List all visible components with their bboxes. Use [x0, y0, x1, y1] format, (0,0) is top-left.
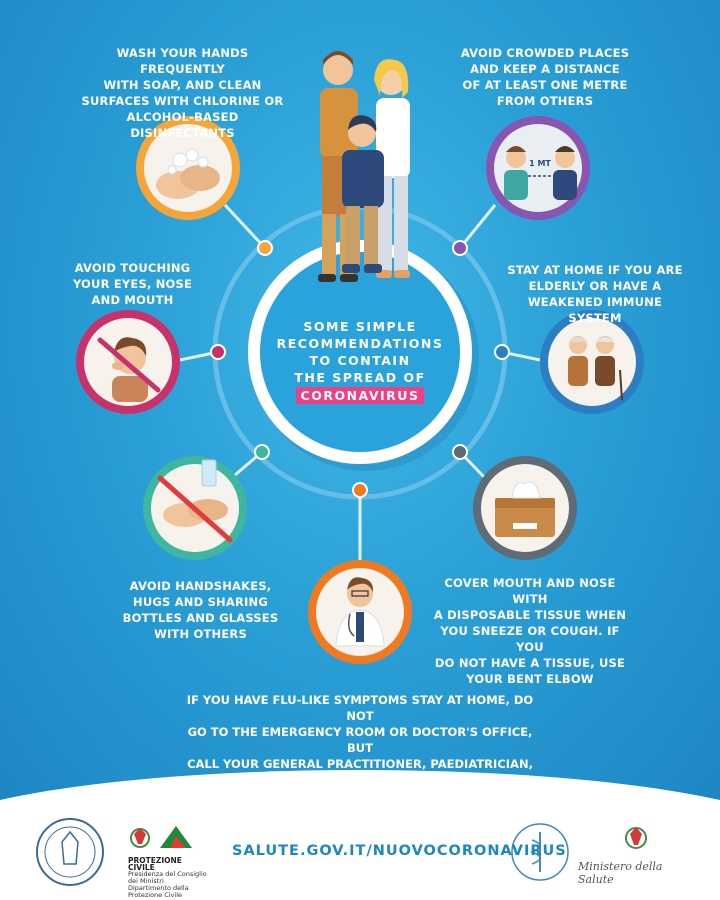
tip-line: STAY AT HOME IF YOU ARE [507, 263, 683, 277]
connector-crowd [458, 204, 497, 249]
hand-washing-icon [156, 148, 220, 199]
note-line: PRIMARY CARE OUT-OF-HOURS SERVICE (GUARD… [197, 773, 523, 787]
tip-line: WITH SOAP, AND CLEAN [103, 78, 262, 92]
italian-emblem-icon [625, 827, 647, 849]
protezione-civile-label: PROTEZIONE CIVILE Presidenza del Consigl… [128, 857, 208, 899]
tip-line: AVOID HANDSHAKES, [129, 579, 272, 593]
tip-touch-text: AVOID TOUCHING YOUR EYES, NOSE AND MOUTH [70, 260, 195, 308]
tip-elderly-text: STAY AT HOME IF YOU ARE ELDERLY OR HAVE … [500, 262, 690, 326]
dot-tissue [452, 444, 468, 460]
website-url-link[interactable]: SALUTE.GOV.IT/NUOVOCORONAVIRUS [232, 843, 567, 859]
tip-line: A DISPOSABLE TISSUE WHEN [433, 608, 627, 622]
touch-circle [76, 310, 180, 414]
doctor-icon [335, 577, 385, 647]
tip-wash-text: WASH YOUR HANDS FREQUENTLY WITH SOAP, AN… [75, 45, 290, 141]
note-line: MEDICA) OR REGIONAL INFORMATION HOTLINE [207, 789, 513, 803]
handshake-circle [143, 456, 247, 560]
dot-touch [210, 344, 226, 360]
tip-line: ALCOHOL-BASED DISINFECTANTS [126, 110, 239, 140]
note-line: IF YOU HAVE FLU-LIKE SYMPTOMS STAY AT HO… [186, 693, 534, 723]
tip-line: WASH YOUR HANDS FREQUENTLY [116, 46, 249, 76]
center-title-line: TO CONTAIN [309, 353, 411, 368]
wash-hands-circle [136, 116, 240, 220]
tip-line: OF AT LEAST ONE METRE [462, 78, 628, 92]
center-title-line: RECOMMENDATIONS [276, 336, 444, 351]
center-title: SOME SIMPLE RECOMMENDATIONS TO CONTAIN T… [275, 318, 445, 404]
bottom-note: IF YOU HAVE FLU-LIKE SYMPTOMS STAY AT HO… [180, 692, 540, 804]
center-title-line: THE SPREAD OF [294, 370, 426, 385]
dot-handshake [254, 444, 270, 460]
tip-tissue-text: COVER MOUTH AND NOSE WITH A DISPOSABLE T… [430, 575, 630, 687]
coronavirus-badge: CORONAVIRUS [295, 387, 425, 404]
tip-line: WEAKENED IMMUNE SYSTEM [527, 295, 663, 325]
tip-line: HUGS AND SHARING [133, 595, 268, 609]
connector-wash [223, 203, 267, 250]
tip-line: DO NOT HAVE A TISSUE, USE [434, 656, 626, 670]
dot-wash [257, 240, 273, 256]
note-line: CALL YOUR GENERAL PRACTITIONER, PAEDIATR… [187, 757, 533, 771]
distance-icon [504, 146, 577, 200]
italian-emblem-icon [130, 828, 150, 848]
protezione-civile-title: PROTEZIONE CIVILE [128, 856, 182, 872]
tip-line: SURFACES WITH CHLORINE OR [81, 94, 284, 108]
family-illustration-icon [318, 51, 410, 282]
tip-line: BOTTLES AND GLASSES [122, 611, 279, 625]
istituto-superiore-sanita-logo-icon [511, 823, 569, 881]
tip-line: WITH OTHERS [154, 627, 247, 641]
ministero-della-salute-label: Ministero della Salute [578, 860, 663, 886]
protezione-civile-sub1: Presidenza del Consiglio dei Ministri [128, 870, 207, 885]
tip-line: YOUR BENT ELBOW [466, 672, 594, 686]
protezione-civile-sub2: Dipartimento della Protezione Civile [128, 884, 189, 899]
tip-line: AVOID TOUCHING [74, 261, 191, 275]
doctor-circle [308, 560, 412, 664]
dot-crowd [452, 240, 468, 256]
crowd-circle: 1 MT [486, 116, 590, 220]
elderly-circle [540, 310, 644, 414]
protezione-civile-logo-icon [160, 826, 192, 848]
tip-line: AND MOUTH [91, 293, 174, 307]
tissue-circle [473, 456, 577, 560]
tip-line: AVOID CROWDED PLACES [460, 46, 630, 60]
tip-line: YOU SNEEZE OR COUGH. IF YOU [440, 624, 620, 654]
dot-elderly [494, 344, 510, 360]
tip-handshake-text: AVOID HANDSHAKES, HUGS AND SHARING BOTTL… [118, 578, 283, 642]
tissue-box-icon [495, 481, 555, 537]
note-line: GO TO THE EMERGENCY ROOM OR DOCTOR'S OFF… [187, 725, 533, 755]
tip-line: FROM OTHERS [496, 94, 594, 108]
palazzo-chigi-seal-icon [36, 818, 104, 886]
tip-line: ELDERLY OR HAVE A [528, 279, 662, 293]
elderly-couple-icon [568, 336, 623, 401]
center-title-line: SOME SIMPLE [303, 319, 417, 334]
distance-label: 1 MT [529, 159, 551, 168]
dot-doctor [352, 482, 368, 498]
tip-crowd-text: AVOID CROWDED PLACES AND KEEP A DISTANCE… [455, 45, 635, 109]
no-handshake-icon [157, 459, 233, 543]
tip-line: YOUR EYES, NOSE [72, 277, 193, 291]
tip-line: COVER MOUTH AND NOSE WITH [444, 576, 616, 606]
no-face-touching-icon [97, 337, 161, 402]
tip-line: AND KEEP A DISTANCE [470, 62, 620, 76]
